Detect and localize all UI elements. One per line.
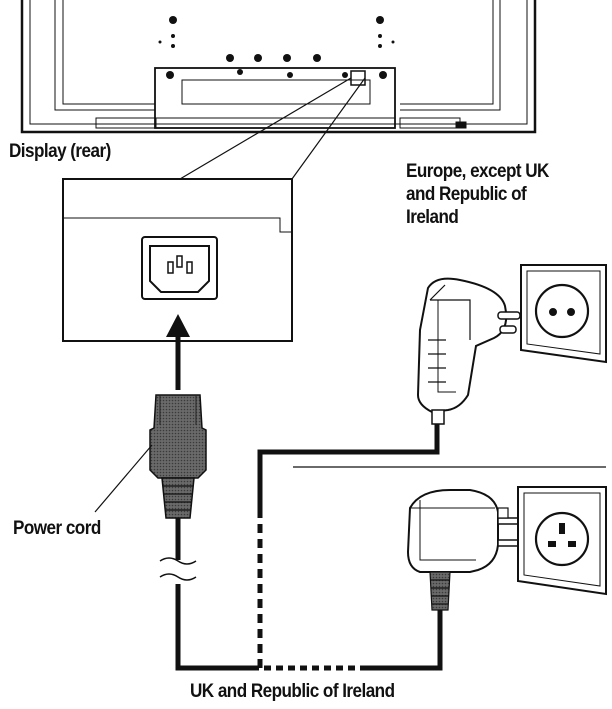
power-cord-connector (149, 394, 207, 519)
display-rear-label: Display (rear) (9, 141, 111, 162)
insert-arrow (166, 314, 190, 390)
display-screws (158, 16, 395, 79)
power-cord-leader (94, 444, 153, 513)
uk-ireland-label: UK and Republic of Ireland (190, 681, 395, 702)
iec-c14-inlet-icon (141, 236, 218, 300)
power-cord-label: Power cord (13, 518, 101, 539)
display-rear (20, 0, 537, 134)
eu-plug (416, 277, 521, 425)
europe-label-line-1: Europe, except UK (406, 161, 549, 182)
uk-socket-icon (517, 486, 607, 596)
power-cable (159, 420, 443, 671)
europe-label-line-3: Ireland (406, 207, 459, 228)
uk-plug (406, 489, 519, 611)
schuko-socket-icon (520, 264, 607, 364)
europe-label: Europe, except UK and Republic of Irelan… (406, 160, 549, 229)
europe-label-line-2: and Republic of (406, 184, 527, 205)
port-location-marker (350, 70, 366, 86)
callout-lines (179, 77, 366, 180)
